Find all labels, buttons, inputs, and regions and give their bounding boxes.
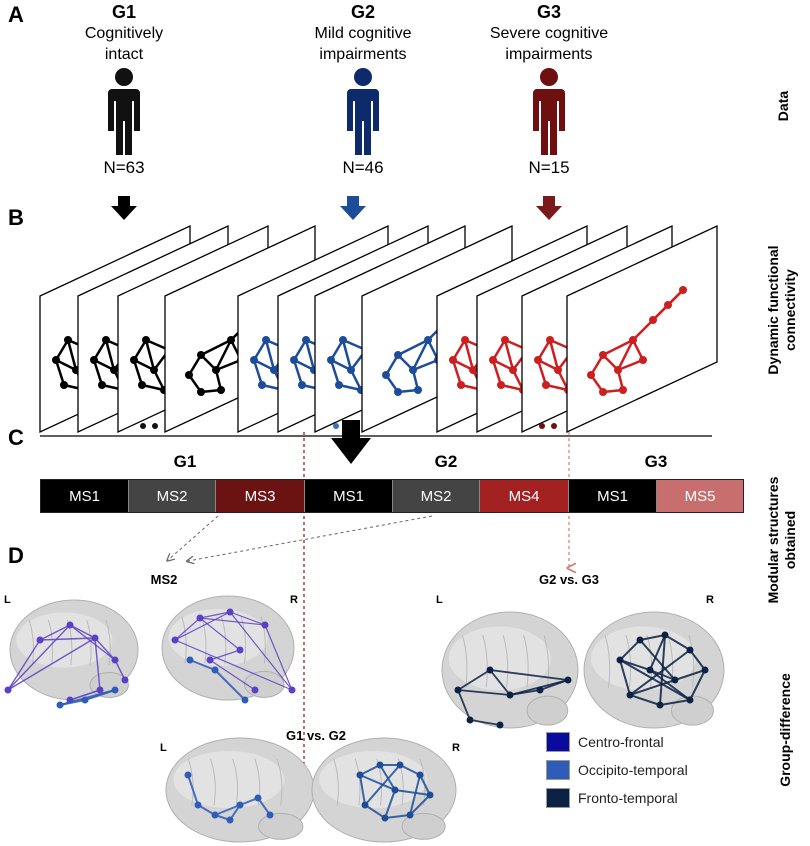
- group-desc-g3-line1: Severe cognitive: [489, 25, 609, 42]
- panel-label-c: C: [8, 425, 24, 450]
- hemi-left-g1g2: L: [160, 742, 167, 754]
- group-desc-g2-line2: impairments: [319, 46, 407, 63]
- group-n-g1: N=63: [103, 158, 145, 177]
- brain-title-ms2: MS2: [150, 572, 178, 587]
- side-label-dfc-line2: connectivity: [782, 269, 798, 351]
- brain-ms2-left: [4, 599, 139, 709]
- segment-ms3-g1: MS3: [216, 480, 305, 512]
- bar-group-label-g1: G1: [173, 452, 197, 471]
- hemi-left-g2g3: L: [436, 594, 443, 606]
- brain-g1g2-left: [165, 737, 315, 843]
- legend-label: Fronto-temporal: [578, 790, 678, 806]
- brain-title-g2g3: G2 vs. G3: [539, 572, 599, 587]
- legend-item-occipito-temporal: Occipito-temporal: [546, 756, 688, 784]
- panel-label-d: D: [8, 543, 24, 568]
- group-desc-g1-line2: intact: [104, 46, 144, 63]
- group-desc-g3-line2: impairments: [505, 46, 593, 63]
- brain-renders: [4, 595, 725, 843]
- person-icon-g3: [533, 68, 565, 155]
- side-label-dfc-line1: Dynamic functional: [765, 245, 781, 375]
- legend-swatch: [546, 788, 570, 808]
- legend-label: Centro-frontal: [578, 734, 664, 750]
- legend-item-centro-frontal: Centro-frontal: [546, 728, 688, 756]
- arrow-down-g2: [340, 196, 366, 220]
- segment-ms2-g2: MS2: [393, 480, 480, 512]
- modular-structure-bar: MS1 MS2 MS3 MS1 MS2 MS4 MS1 MS5: [40, 479, 744, 513]
- side-label-ms: Modular structures obtained: [765, 455, 805, 625]
- segment-ms4-g2: MS4: [480, 480, 569, 512]
- brain-ms2-right: [161, 595, 296, 704]
- arrow-down-g3: [536, 196, 562, 220]
- legend-swatch: [546, 732, 570, 752]
- legend-label: Occipito-temporal: [578, 762, 688, 778]
- segment-ms5-g3: MS5: [657, 480, 743, 512]
- side-label-group-difference: Group-difference: [777, 673, 793, 787]
- group-title-g2: G2: [350, 2, 375, 22]
- brain-g2g3-right: [583, 611, 725, 729]
- brain-title-g1g2: G1 vs. G2: [286, 728, 346, 743]
- connectivity-frame: [566, 224, 718, 434]
- legend-swatch: [546, 760, 570, 780]
- segment-ms1-g1: MS1: [41, 480, 129, 512]
- arrow-down-g1: [111, 196, 137, 220]
- side-label-data: Data: [775, 90, 791, 122]
- bar-group-label-g3: G3: [644, 452, 668, 471]
- group-desc-g2-line1: Mild cognitive: [314, 25, 412, 42]
- legend-item-fronto-temporal: Fronto-temporal: [546, 784, 688, 812]
- hemi-left-ms2: L: [4, 594, 11, 606]
- side-label-ms-line2: obtained: [782, 510, 798, 570]
- legend: Centro-frontal Occipito-temporal Fronto-…: [546, 728, 688, 812]
- segment-ms2-g1: MS2: [129, 480, 216, 512]
- segment-ms1-g3: MS1: [569, 480, 657, 512]
- group-title-g1: G1: [111, 2, 136, 22]
- hemi-right-ms2: R: [290, 594, 298, 606]
- segment-ms1-g2: MS1: [305, 480, 393, 512]
- hemi-right-g1g2: R: [452, 742, 460, 754]
- bar-group-label-g2: G2: [434, 452, 458, 471]
- arrow-down-main: [331, 420, 371, 464]
- side-label-ms-line1: Modular structures: [765, 476, 781, 604]
- connectivity-frames: [39, 224, 718, 434]
- group-desc-g1-line1: Cognitively: [84, 25, 164, 42]
- group-n-g3: N=15: [528, 158, 570, 177]
- panel-label-a: A: [8, 2, 24, 27]
- group-title-g3: G3: [536, 2, 561, 22]
- person-icon-g2: [347, 68, 379, 155]
- brain-g1g2-right: [311, 737, 457, 843]
- brain-g2g3-left: [441, 611, 579, 729]
- panel-label-b: B: [8, 205, 24, 230]
- hemi-right-g2g3: R: [706, 594, 714, 606]
- side-label-dfc: Dynamic functional connectivity: [765, 225, 805, 395]
- person-icon-g1: [108, 68, 140, 155]
- group-n-g2: N=46: [342, 158, 384, 177]
